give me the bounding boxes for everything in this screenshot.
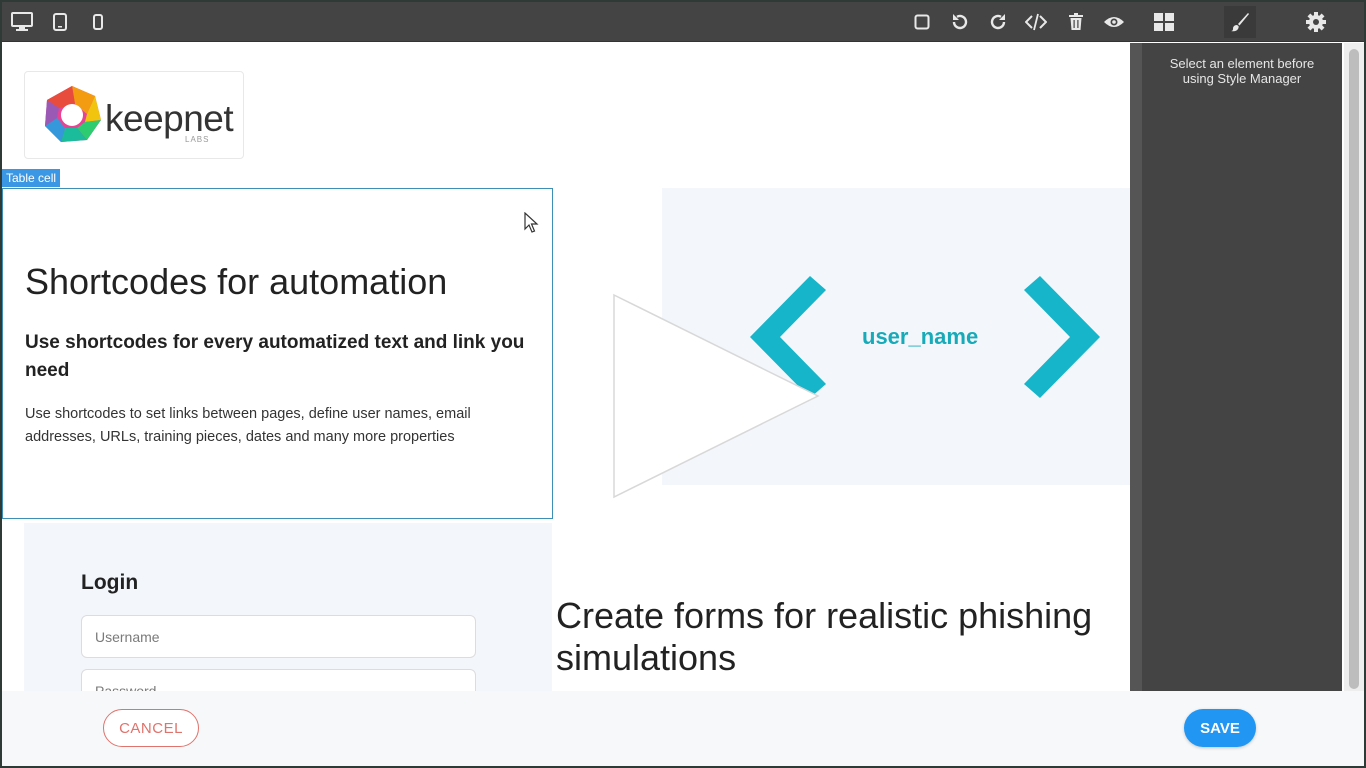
logo[interactable]: keepnet LABS [24,71,244,159]
mobile-icon[interactable] [82,6,114,38]
play-icon[interactable] [612,293,822,503]
undo-icon[interactable] [944,6,976,38]
redo-icon[interactable] [982,6,1014,38]
desktop-icon[interactable] [6,6,38,38]
editor-canvas[interactable]: keepnet LABS Table cell Shortcodes for a… [2,43,1130,691]
cancel-button[interactable]: CANCEL [103,709,199,747]
login-title: Login [81,571,139,594]
username-input[interactable] [81,615,476,658]
editor-toolbar [2,2,1364,42]
style-manager-panel: Select an element before using Style Man… [1142,43,1342,691]
mouse-cursor-icon [524,212,539,233]
shortcodes-heading[interactable]: Shortcodes for automation [25,261,448,302]
square-outline-icon[interactable] [906,6,938,38]
shortcodes-subheading[interactable]: Use shortcodes for every automatized tex… [25,332,525,381]
shortcode-user-name[interactable]: user_name [862,324,979,349]
scrollbar-thumb[interactable] [1349,49,1359,689]
logo-wordmark: keepnet [105,98,234,139]
style-manager-message: Select an element before using Style Man… [1169,56,1315,86]
eye-icon[interactable] [1098,6,1130,38]
gear-icon[interactable] [1300,6,1332,38]
page-scrollbar[interactable] [1344,43,1364,691]
trash-icon[interactable] [1060,6,1092,38]
tablet-icon[interactable] [44,6,76,38]
code-icon[interactable] [1020,6,1052,38]
shortcode-banner[interactable] [662,188,1130,485]
forms-heading[interactable]: Create forms for realistic phishing simu… [556,595,1093,678]
footer-bar: CANCEL SAVE [2,691,1364,766]
brush-icon[interactable] [1224,6,1256,38]
chevron-left-icon [750,276,826,398]
blocks-icon[interactable] [1148,6,1180,38]
shortcodes-paragraph[interactable]: Use shortcodes to set links between page… [25,406,471,445]
keepnet-logo-icon [45,86,101,142]
password-input[interactable] [81,669,476,691]
selected-table-cell[interactable]: Shortcodes for automation Use shortcodes… [2,188,553,519]
login-form-container [24,523,552,691]
logo-subtext: LABS [185,135,210,144]
selection-badge: Table cell [2,169,61,187]
canvas-scroll-track[interactable] [1130,43,1142,691]
chevron-right-icon [1024,276,1100,398]
save-button[interactable]: SAVE [1184,709,1256,747]
